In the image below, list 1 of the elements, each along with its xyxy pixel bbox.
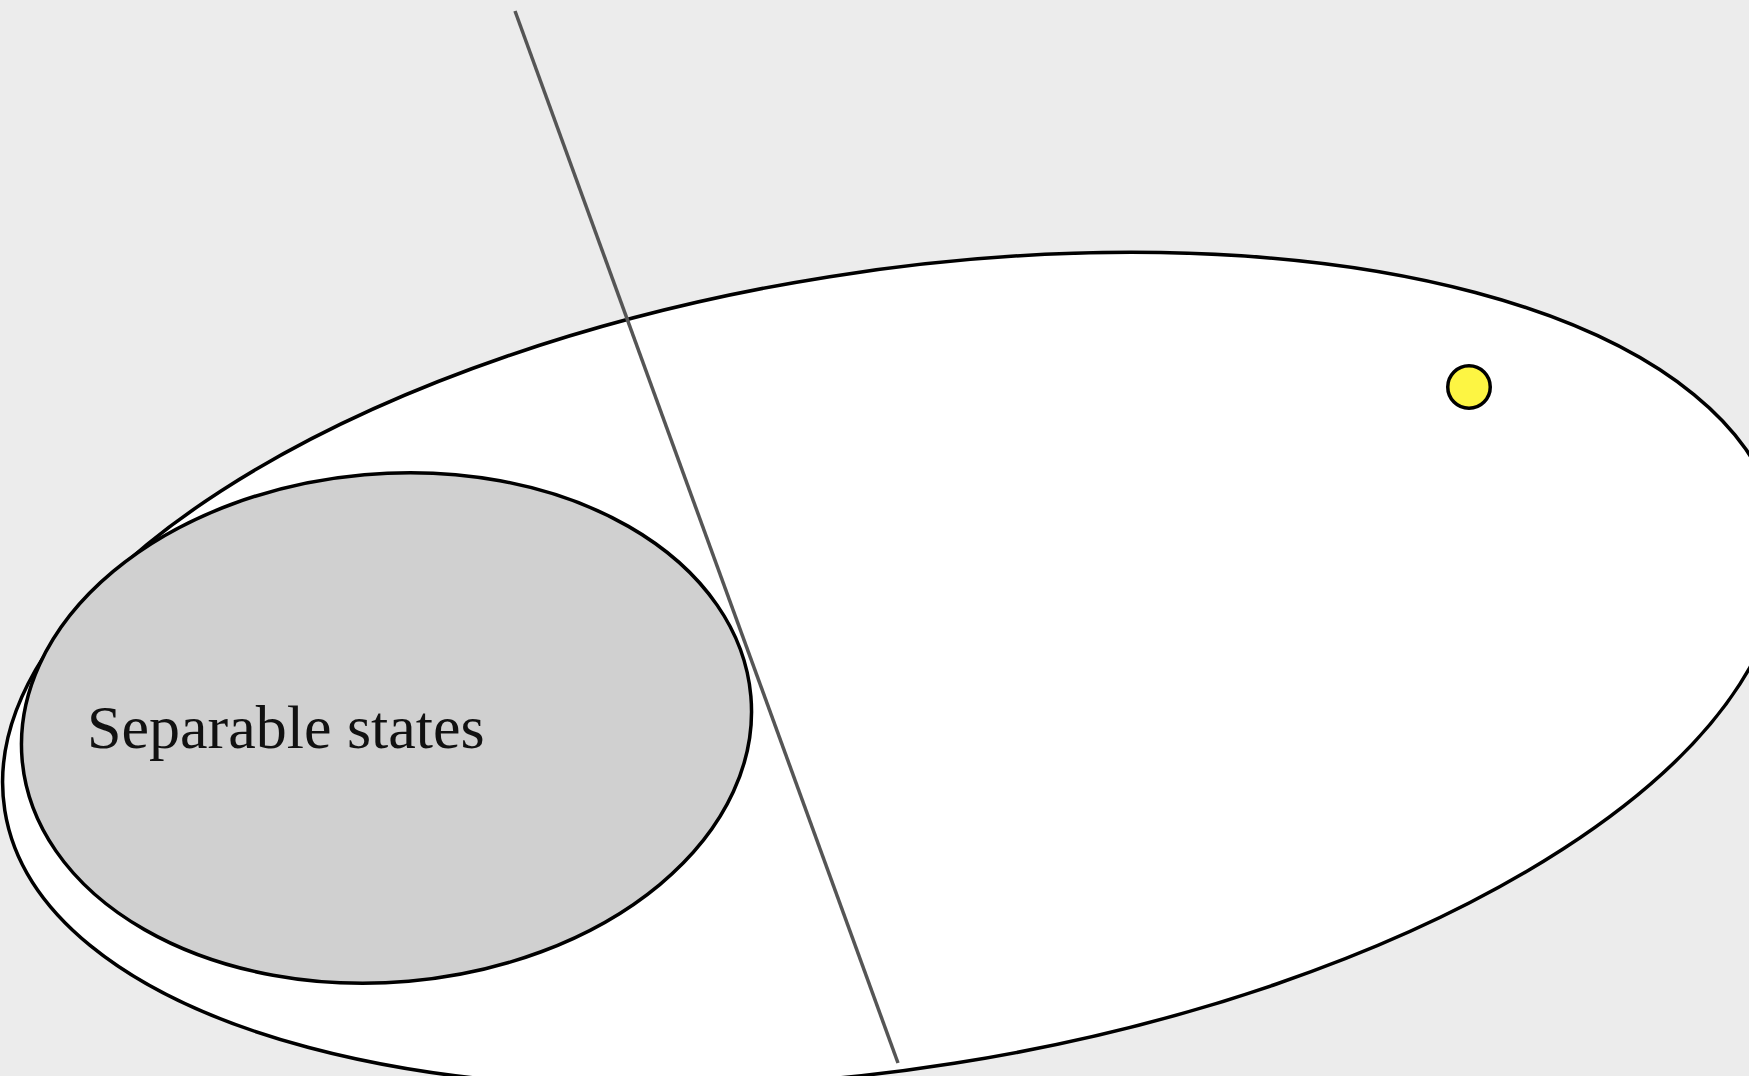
region-label: Separable states (87, 692, 485, 763)
